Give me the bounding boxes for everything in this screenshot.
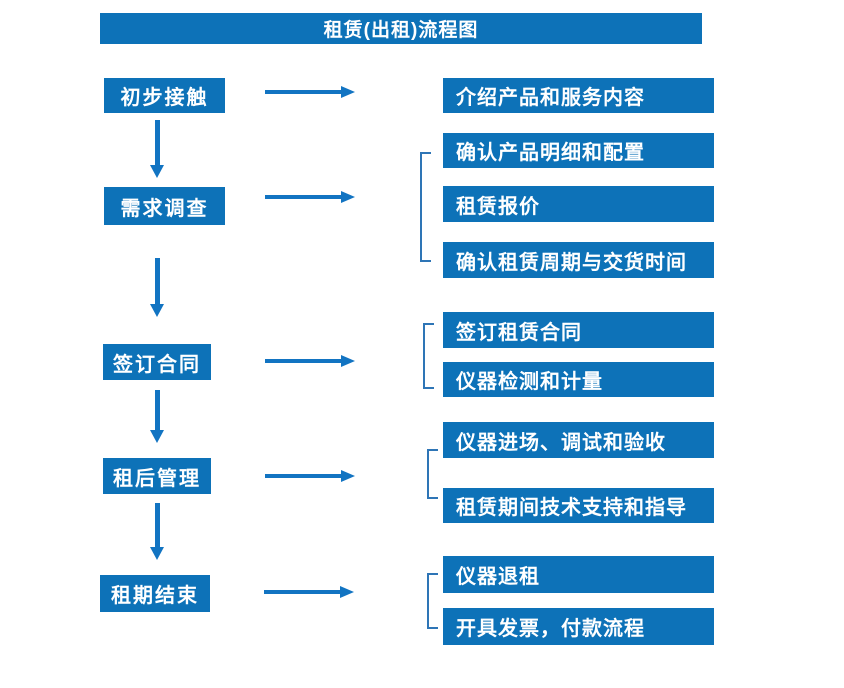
detail-box-4-2: 租赁期间技术支持和指导 <box>443 488 714 523</box>
group-bracket-3 <box>423 323 434 389</box>
arrow-head <box>341 355 355 367</box>
detail-box-5-2: 开具发票，付款流程 <box>443 608 714 645</box>
arrow-shaft <box>155 503 160 549</box>
arrow-head <box>341 470 355 482</box>
group-bracket-4 <box>427 449 438 499</box>
step-box-post-rental-management: 租后管理 <box>103 458 211 494</box>
group-bracket-5 <box>427 573 438 629</box>
detail-box-2-2: 租赁报价 <box>443 186 714 222</box>
detail-box-3-1: 签订租赁合同 <box>443 312 714 348</box>
right-arrow-icon-5 <box>264 586 354 598</box>
right-arrow-icon-1 <box>265 86 355 98</box>
down-arrow-icon-1 <box>150 120 165 178</box>
arrow-head <box>150 430 164 443</box>
arrow-shaft <box>265 359 343 363</box>
down-arrow-icon-4 <box>150 503 165 560</box>
arrow-head <box>150 165 164 178</box>
arrow-head <box>340 586 354 598</box>
arrow-head <box>341 191 355 203</box>
down-arrow-icon-2 <box>150 258 165 317</box>
detail-box-5-1: 仪器退租 <box>443 556 714 593</box>
detail-box-3-2: 仪器检测和计量 <box>443 362 714 397</box>
step-box-rental-end: 租期结束 <box>100 575 210 612</box>
down-arrow-icon-3 <box>150 390 165 443</box>
arrow-shaft <box>155 390 160 432</box>
detail-box-2-1: 确认产品明细和配置 <box>443 133 714 168</box>
arrow-shaft <box>265 474 343 478</box>
flowchart-title: 租赁(出租)流程图 <box>100 13 702 44</box>
group-bracket-2 <box>420 152 431 262</box>
arrow-head <box>150 547 164 560</box>
arrow-shaft <box>265 195 343 199</box>
step-box-sign-contract: 签订合同 <box>103 344 211 380</box>
arrow-shaft <box>265 90 343 94</box>
arrow-shaft <box>155 120 160 167</box>
detail-box-1-1: 介绍产品和服务内容 <box>443 78 714 113</box>
right-arrow-icon-3 <box>265 355 355 367</box>
right-arrow-icon-4 <box>265 470 355 482</box>
arrow-shaft <box>264 590 342 594</box>
arrow-head <box>341 86 355 98</box>
step-box-demand-survey: 需求调查 <box>104 187 225 225</box>
detail-box-2-3: 确认租赁周期与交货时间 <box>443 242 714 278</box>
step-box-initial-contact: 初步接触 <box>104 78 225 113</box>
arrow-head <box>150 304 164 317</box>
arrow-shaft <box>155 258 160 306</box>
right-arrow-icon-2 <box>265 191 355 203</box>
detail-box-4-1: 仪器进场、调试和验收 <box>443 422 714 458</box>
